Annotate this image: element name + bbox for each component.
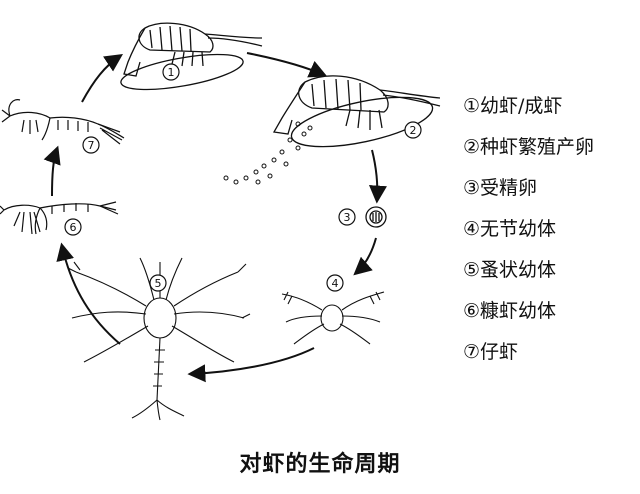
arrow-3-to-4 — [353, 237, 377, 276]
legend-item-4: ④无节幼体 — [463, 218, 557, 240]
stage-1-adult-shrimp — [120, 22, 263, 91]
stage-7-post-larva — [1, 99, 125, 145]
stage-marker-3: 3 — [344, 211, 351, 224]
stage-marker-6: 6 — [70, 221, 77, 234]
stage-marker-circle-7 — [82, 136, 100, 154]
diagram-title: 对虾的生命周期 — [239, 452, 401, 477]
stage-markers: 1 2 3 4 5 6 7 — [64, 63, 422, 292]
stage-legend: ①幼虾/成虾 ②种虾繁殖产卵 ③受精卵 ④无节幼体 ⑤蚤状幼体 ⑥糠虾幼体 ⑦仔… — [463, 94, 633, 381]
stage-6-mysis — [0, 201, 119, 235]
legend-item-5: ⑤蚤状幼体 — [463, 259, 557, 281]
stage-marker-1: 1 — [168, 66, 175, 79]
stage-5-zoea — [67, 257, 251, 421]
arrow-7-to-1 — [81, 54, 123, 103]
stage-3-fertilized-egg — [365, 206, 387, 228]
stage-marker-circle-2 — [404, 121, 422, 139]
stage-marker-4: 4 — [332, 277, 339, 290]
arrow-6-to-7 — [43, 145, 61, 197]
arrow-4-to-5 — [187, 347, 315, 383]
cycle-arrows — [43, 52, 387, 383]
stage-marker-circle-4 — [326, 274, 344, 292]
legend-item-1: ①幼虾/成虾 — [463, 95, 563, 117]
stage-marker-circle-3 — [338, 208, 356, 226]
eggs-scatter — [223, 121, 313, 185]
legend-item-6: ⑥糠虾幼体 — [463, 300, 557, 322]
legend-item-2: ②种虾繁殖产卵 — [463, 136, 595, 158]
legend-item-3: ③受精卵 — [463, 177, 538, 199]
stage-marker-circle-6 — [64, 218, 82, 236]
arrow-1-to-2 — [246, 52, 328, 78]
stage-marker-circle-5 — [149, 274, 167, 292]
arrow-2-to-3 — [368, 149, 387, 204]
stage-marker-5: 5 — [155, 277, 162, 290]
stage-marker-circle-1 — [162, 63, 180, 81]
stage-4-nauplius — [281, 291, 385, 345]
stage-marker-2: 2 — [410, 124, 417, 137]
legend-item-7: ⑦仔虾 — [463, 341, 519, 363]
stage-2-breeding-shrimp — [272, 75, 441, 148]
arrow-5-to-6 — [56, 242, 121, 345]
stage-marker-7: 7 — [88, 139, 95, 152]
